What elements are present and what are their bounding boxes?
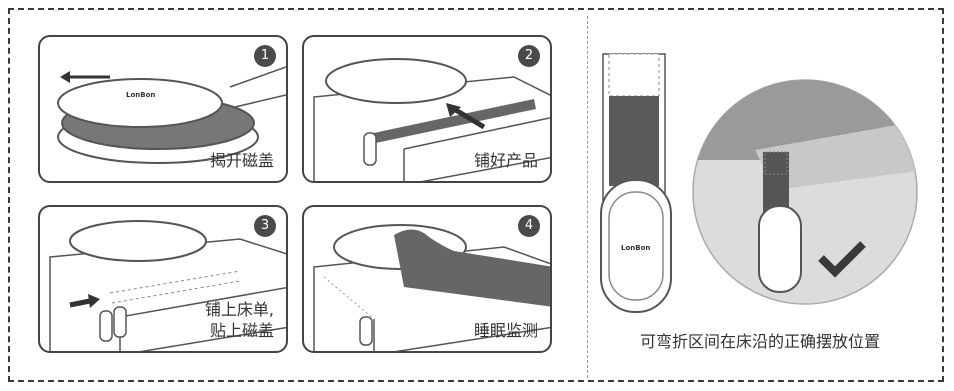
step-caption: 铺上床单, 贴上磁盖 xyxy=(204,300,274,340)
outer-dashed-frame xyxy=(8,8,944,382)
placement-caption: 可弯折区间在床沿的正确摆放位置 xyxy=(640,332,881,351)
step-number-badge: 2 xyxy=(518,45,540,67)
check-mark-icon xyxy=(818,241,866,278)
device-open-lid-illustration: LonBon xyxy=(57,66,286,164)
step-caption: 铺好产品 xyxy=(473,151,538,170)
step-caption: 睡眠监测 xyxy=(473,321,538,340)
step-caption: 揭开磁盖 xyxy=(209,151,274,170)
step-card-2: 2 铺好产品 xyxy=(302,35,552,183)
step-card-1: LonBon 1 揭开磁盖 xyxy=(38,35,288,183)
section-divider xyxy=(587,16,588,378)
step-number-badge: 4 xyxy=(518,215,540,237)
step-card-4: 4 睡眠监测 xyxy=(302,205,552,353)
mattress-strip-illustration xyxy=(313,58,550,181)
step-number-badge: 1 xyxy=(254,45,276,67)
placement-illustration: LonBon xyxy=(600,53,918,313)
step-number-badge: 3 xyxy=(254,215,276,237)
sleep-monitor-illustration xyxy=(313,224,550,351)
sheet-magnet-illustration xyxy=(49,220,286,351)
device-logo: LonBon xyxy=(621,244,650,252)
step-card-3: 3 铺上床单, 贴上磁盖 xyxy=(38,205,288,353)
lid-logo: LonBon xyxy=(126,91,155,99)
